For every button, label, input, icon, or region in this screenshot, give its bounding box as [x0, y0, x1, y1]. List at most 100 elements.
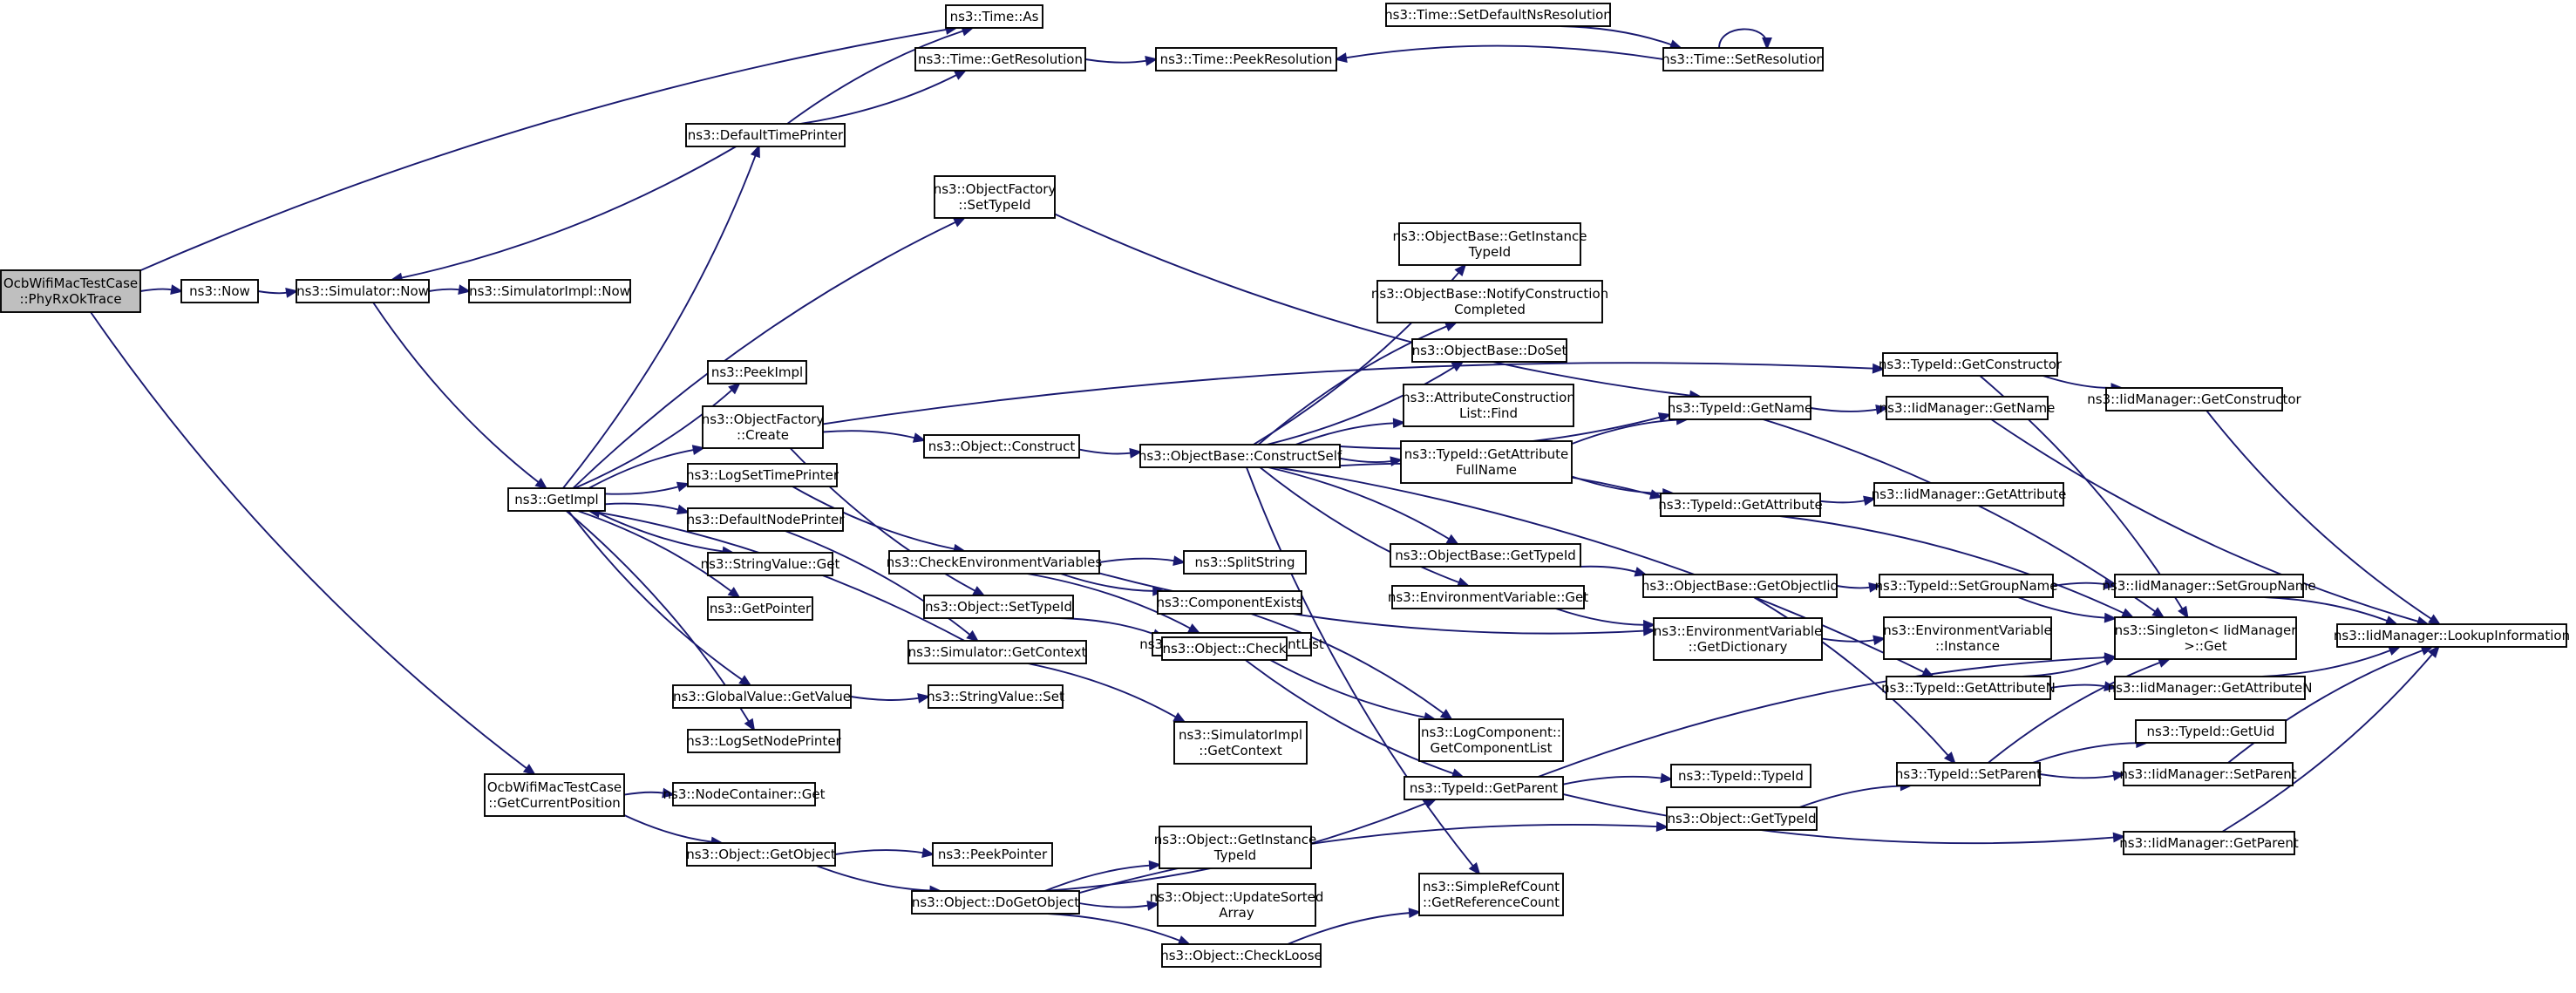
node-logcompgetlist[interactable]: ns3::LogComponent::GetComponentList — [1418, 718, 1564, 762]
node-iidgetattribute[interactable]: ns3::IidManager::GetAttribute — [1872, 482, 2067, 507]
node-tidgetattributen[interactable]: ns3::TypeId::GetAttributeN — [1881, 676, 2056, 700]
node-iidgetconstructor[interactable]: ns3::IidManager::GetConstructor — [2087, 387, 2302, 411]
node-peekimpl[interactable]: ns3::PeekImpl — [707, 360, 807, 384]
node-envinstance[interactable]: ns3::EnvironmentVariable::Instance — [1883, 616, 2052, 660]
node-simimplnow[interactable]: ns3::SimulatorImpl::Now — [468, 279, 631, 303]
node-label: ns3::DefaultTimePrinter — [688, 127, 844, 143]
node-envget[interactable]: ns3::EnvironmentVariable::Get — [1388, 585, 1588, 609]
node-label: ns3::Time::PeekResolution — [1160, 51, 1333, 67]
node-iidgetname[interactable]: ns3::IidManager::GetName — [1879, 396, 2056, 420]
node-tidgetuid[interactable]: ns3::TypeId::GetUid — [2135, 719, 2287, 744]
node-objconstruct[interactable]: ns3::Object::Construct — [923, 434, 1080, 459]
node-iidgetattributen[interactable]: ns3::IidManager::GetAttributeN — [2108, 676, 2313, 700]
node-iidlookup[interactable]: ns3::IidManager::LookupInformation — [2334, 623, 2570, 648]
edge-checkenv-to-splitstring — [1098, 555, 1186, 566]
node-splitstring[interactable]: ns3::SplitString — [1183, 550, 1307, 575]
node-tidsetgroupname[interactable]: ns3::TypeId::SetGroupName — [1874, 574, 2058, 598]
edge-objgetobject-to-peekpointer — [834, 847, 935, 858]
node-label: ns3::ObjectBase::NotifyConstruction — [1371, 286, 1608, 302]
edge-tidgetparent-to-tidtypeid — [1562, 772, 1674, 786]
node-tidgetattribute[interactable]: ns3::TypeId::GetAttribute — [1658, 493, 1823, 517]
node-tidtypeid[interactable]: ns3::TypeId::TypeId — [1670, 764, 1811, 788]
node-label: ns3::IidManager::GetAttributeN — [2108, 680, 2313, 696]
node-envgetdict[interactable]: ns3::EnvironmentVariable::GetDictionary — [1653, 617, 1823, 661]
node-stringvalueset[interactable]: ns3::StringValue::Set — [927, 684, 1064, 709]
node-objdogetobject[interactable]: ns3::Object::DoGetObject — [911, 890, 1080, 915]
node-timeas[interactable]: ns3::Time::As — [945, 4, 1043, 29]
edge-objconstruct-to-obconstructself — [1078, 447, 1143, 459]
node-obgetobjectiid[interactable]: ns3::ObjectBase::GetObjectIid — [1641, 574, 1839, 598]
node-label: ns3::Object::CheckLoose — [1160, 948, 1322, 963]
node-ofcreate[interactable]: ns3::ObjectFactory::Create — [702, 405, 825, 449]
edge-tidgetattribute-to-iidgetattribute — [1819, 495, 1877, 507]
edge-objgettypeid-to-tidsetparent — [1798, 780, 1913, 808]
node-simnow[interactable]: ns3::Simulator::Now — [296, 279, 430, 303]
node-tidgetname[interactable]: ns3::TypeId::GetName — [1668, 396, 1812, 420]
node-obconstructself[interactable]: ns3::ObjectBase::ConstructSelf — [1138, 444, 1342, 468]
node-checkenv[interactable]: ns3::CheckEnvironmentVariables — [887, 550, 1103, 575]
node-label: ns3::TypeId::GetConstructor — [1879, 357, 2063, 372]
node-peekres[interactable]: ns3::Time::PeekResolution — [1155, 47, 1337, 71]
edge-tidgetattribute-to-singletonget — [1779, 515, 2135, 619]
node-label: ns3::Singleton< IidManager — [2115, 622, 2298, 638]
node-tidsetparent[interactable]: ns3::TypeId::SetParent — [1895, 762, 2042, 786]
node-obnotify[interactable]: ns3::ObjectBase::NotifyConstructionCompl… — [1371, 280, 1608, 323]
edge-getimpl-to-gvgetvalue — [568, 510, 752, 687]
node-root[interactable]: OcbWifiMacTestCase::PhyRxOkTrace — [0, 269, 141, 313]
node-label: ns3::IidManager::GetParent — [2119, 835, 2299, 851]
node-singletonget[interactable]: ns3::Singleton< IidManager >::Get — [2114, 616, 2298, 660]
node-getimpl[interactable]: ns3::GetImpl — [507, 487, 606, 512]
edge-tidgetparent-to-singletonget — [1538, 652, 2117, 778]
node-label: ns3::Object::Check — [1162, 641, 1286, 656]
node-objcheck[interactable]: ns3::Object::Check — [1161, 636, 1288, 661]
node-label: ns3::ObjectFactory — [934, 181, 1057, 197]
node-simplerefcount[interactable]: ns3::SimpleRefCount::GetReferenceCount — [1418, 873, 1564, 916]
node-deftimeprinter[interactable]: ns3::DefaultTimePrinter — [685, 123, 846, 147]
node-simimplgetcontext[interactable]: ns3::SimulatorImpl::GetContext — [1173, 721, 1308, 765]
edge-setres-to-peekres — [1334, 44, 1664, 63]
node-obgettypeid[interactable]: ns3::ObjectBase::GetTypeId — [1390, 543, 1581, 568]
node-getcurpos[interactable]: OcbWifiMacTestCase::GetCurrentPosition — [484, 773, 625, 817]
node-label: ns3::TypeId::SetParent — [1895, 766, 2042, 782]
node-iidsetparent[interactable]: ns3::IidManager::SetParent — [2119, 762, 2297, 786]
node-objsettypeid[interactable]: ns3::Object::SetTypeId — [923, 595, 1074, 619]
node-defnodeprinter[interactable]: ns3::DefaultNodePrinter — [687, 507, 846, 532]
edge-obconstructself-to-tidgetattributen — [1275, 466, 1935, 678]
node-objgettypeid[interactable]: ns3::Object::GetTypeId — [1666, 806, 1818, 831]
node-setres[interactable]: ns3::Time::SetResolution — [1662, 47, 1825, 71]
node-compexists[interactable]: ns3::ComponentExists — [1156, 590, 1303, 615]
node-setdefns[interactable]: ns3::Time::SetDefaultNsResolution — [1384, 3, 1612, 27]
node-obdoset[interactable]: ns3::ObjectBase::DoSet — [1411, 338, 1567, 363]
node-ncget[interactable]: ns3::NodeContainer::Get — [663, 782, 826, 806]
node-objgetobject[interactable]: ns3::Object::GetObject — [686, 842, 836, 867]
node-getres[interactable]: ns3::Time::GetResolution — [914, 47, 1086, 71]
node-tidgetconstructor[interactable]: ns3::TypeId::GetConstructor — [1879, 352, 2063, 377]
node-ofsettypeid[interactable]: ns3::ObjectFactory::SetTypeId — [934, 175, 1057, 219]
node-stringvalueget[interactable]: ns3::StringValue::Get — [701, 552, 840, 576]
node-tidgetparent[interactable]: ns3::TypeId::GetParent — [1404, 776, 1564, 800]
edge-now-to-simnow — [257, 288, 299, 298]
node-getpointer[interactable]: ns3::GetPointer — [707, 596, 813, 621]
node-now[interactable]: ns3::Now — [180, 279, 259, 303]
node-gvgetvalue[interactable]: ns3::GlobalValue::GetValue — [672, 684, 852, 709]
node-objcheckloose[interactable]: ns3::Object::CheckLoose — [1160, 943, 1322, 968]
node-label: ns3::EnvironmentVariable — [1654, 623, 1822, 639]
node-label: List::Find — [1459, 405, 1518, 421]
node-simgetcontext[interactable]: ns3::Simulator::GetContext — [907, 640, 1087, 664]
node-peekpointer[interactable]: ns3::PeekPointer — [932, 842, 1053, 867]
node-label: ns3::TypeId::SetGroupName — [1874, 578, 2057, 594]
node-logsettimeprinter[interactable]: ns3::LogSetTimePrinter — [686, 463, 839, 487]
node-label: ns3::Time::As — [950, 9, 1039, 24]
node-logsetnodeprinter[interactable]: ns3::LogSetNodePrinter — [686, 729, 842, 753]
node-label: ns3::Time::SetDefaultNsResolution — [1384, 7, 1612, 23]
node-label: GetComponentList — [1430, 740, 1552, 756]
node-iidgetparent[interactable]: ns3::IidManager::GetParent — [2119, 831, 2299, 855]
node-iidsetgroupname[interactable]: ns3::IidManager::SetGroupName — [2102, 574, 2316, 598]
edge-ofcreate-to-objconstruct — [822, 430, 927, 443]
edge-iidgetparent-to-iidlookup — [2221, 645, 2440, 833]
